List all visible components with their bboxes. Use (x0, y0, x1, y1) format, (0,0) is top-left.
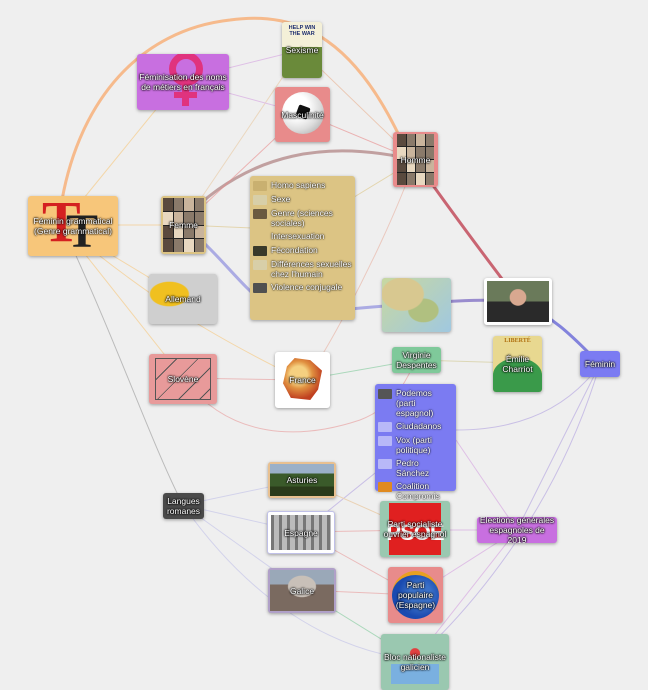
edge-femme-to-homme (181, 149, 416, 222)
node-langues-romanes[interactable]: Langues romanes (163, 493, 204, 519)
language-map-image (149, 274, 217, 324)
list-item[interactable]: Coalition Compromís (378, 481, 453, 501)
node-label: Bloc nationaliste galicien (384, 652, 446, 672)
landscape-image (270, 464, 334, 496)
node-asturies[interactable]: Asturies (268, 462, 336, 498)
node-sexisme[interactable]: HELP WIN THE WAR Sexisme (282, 22, 322, 78)
list-item[interactable]: Intersexuation (253, 231, 352, 242)
node-label: Allemand (165, 294, 201, 304)
bng-logo-image (391, 640, 439, 684)
node-label: Espagne (284, 527, 318, 538)
node-parti-populaire[interactable]: Parti populaire (Espagne) (388, 567, 443, 623)
image-placeholder-icon (253, 260, 267, 270)
node-person-photo[interactable] (484, 278, 552, 325)
node-label: France (289, 375, 316, 385)
building-image (271, 515, 331, 550)
node-label: Parti populaire (Espagne) (395, 580, 436, 610)
photo-icon (253, 209, 267, 219)
list-item[interactable]: Différences sexuelles chez l'humain (253, 259, 352, 279)
relief-map-image (382, 278, 451, 332)
list-item[interactable]: Violence conjugale (253, 282, 352, 293)
psoe-logo-text: PSOE (386, 520, 444, 545)
node-label: Slovène (167, 374, 199, 384)
poster-text: HELP WIN THE WAR (288, 25, 316, 37)
node-psoe[interactable]: PSOE Parti socialiste ouvrier espagnol (380, 501, 450, 557)
photo-icon (378, 389, 392, 399)
edge-parties-elections (455, 439, 518, 531)
node-label: Sexisme (285, 45, 319, 55)
letter-t-red-icon: T (42, 196, 81, 254)
liberte-logo-image (493, 358, 542, 392)
node-allemand[interactable]: Allemand (149, 274, 217, 324)
node-label: Féminisation des noms de métiers en fran… (139, 72, 227, 92)
venus-symbol-icon (169, 54, 203, 86)
node-galice[interactable]: Galice (268, 568, 336, 613)
letter-t-black-icon: T (66, 205, 99, 256)
node-label: Asturies (286, 475, 318, 485)
node-label: Parti socialiste ouvrier espagnol (383, 519, 447, 539)
photo-icon (253, 246, 267, 256)
image-placeholder-icon (378, 436, 392, 446)
slovene-diagram-image (155, 358, 211, 400)
spanish-parties-list: Podemos (parti espagnol) Ciudadanos Vox … (375, 384, 456, 501)
node-label: Langues romanes (166, 496, 201, 516)
list-item[interactable]: Homo sapiens (253, 180, 352, 191)
edge-femme-sexisme (182, 49, 302, 226)
edge-fg-langues (61, 224, 184, 506)
node-bng[interactable]: Bloc nationaliste galicien (381, 634, 449, 690)
football-icon (282, 92, 324, 134)
node-relief-map[interactable] (382, 278, 451, 332)
node-virginie-despentes[interactable]: Virginie Despentes (392, 347, 441, 373)
list-item[interactable]: Genre (sciences sociales) (253, 208, 352, 228)
node-feminisation[interactable]: Féminisation des noms de métiers en fran… (137, 54, 229, 110)
node-espagne[interactable]: Espagne (267, 511, 335, 554)
list-item[interactable]: Ciudadanos (378, 421, 453, 432)
node-label: Masculinité (281, 109, 324, 120)
person-photo-image (487, 281, 549, 322)
list-item[interactable]: Podemos (parti espagnol) (378, 388, 453, 418)
node-masculinite[interactable]: Masculinité (275, 87, 330, 142)
node-france[interactable]: France (275, 352, 330, 408)
faces-grid-image (397, 134, 434, 185)
skeleton-icon (253, 181, 267, 191)
node-feminin-grammatical[interactable]: T T Féminin grammatical (Genre grammatic… (28, 196, 118, 256)
edge-slovene-loop (182, 359, 417, 433)
image-placeholder-icon (253, 195, 267, 205)
node-label: Virginie Despentes (396, 350, 437, 370)
node-label: Élections générales espagnoles de 2019 (479, 517, 555, 543)
node-femme[interactable]: Femme (161, 196, 206, 254)
list-item[interactable]: Pedro Sánchez (378, 458, 453, 478)
liberte-banner: LIBERTÉ (504, 338, 531, 344)
node-feminin[interactable]: Féminin (580, 351, 620, 377)
node-homme[interactable]: Homme (393, 132, 438, 187)
list-item[interactable]: Fécondation (253, 245, 352, 256)
logo-icon (378, 482, 392, 492)
node-label: Féminin (584, 359, 616, 369)
faces-grid-image (163, 198, 204, 252)
node-label: Homme (400, 154, 431, 165)
photo-icon (253, 283, 267, 293)
landscape-image (270, 570, 334, 611)
war-poster-image (282, 22, 322, 78)
node-label: Femme (169, 220, 198, 230)
node-elections-2019[interactable]: Élections générales espagnoles de 2019 (477, 517, 557, 543)
edge-feminin-elections (516, 363, 601, 531)
image-placeholder-icon (378, 422, 392, 432)
node-emilie-charriot[interactable]: LIBERTÉ Émilie Charriot (493, 336, 542, 392)
image-placeholder-icon (253, 232, 267, 242)
related-concepts-list: Homo sapiens Sexe Genre (sciences social… (250, 176, 355, 320)
list-item[interactable]: Vox (parti politique) (378, 435, 453, 455)
list-item[interactable]: Sexe (253, 194, 352, 205)
node-label: Féminin grammatical (Genre grammatical) (33, 216, 113, 236)
pp-logo-image (392, 571, 439, 619)
edge-feminin-parties (455, 363, 601, 431)
node-label: Émilie Charriot (502, 354, 533, 374)
node-slovene[interactable]: Slovène (149, 354, 217, 404)
edge-feminin-gram-to-homme (60, 16, 412, 201)
image-placeholder-icon (378, 459, 392, 469)
node-label: Galice (289, 585, 315, 596)
psoe-logo-image (389, 503, 441, 555)
